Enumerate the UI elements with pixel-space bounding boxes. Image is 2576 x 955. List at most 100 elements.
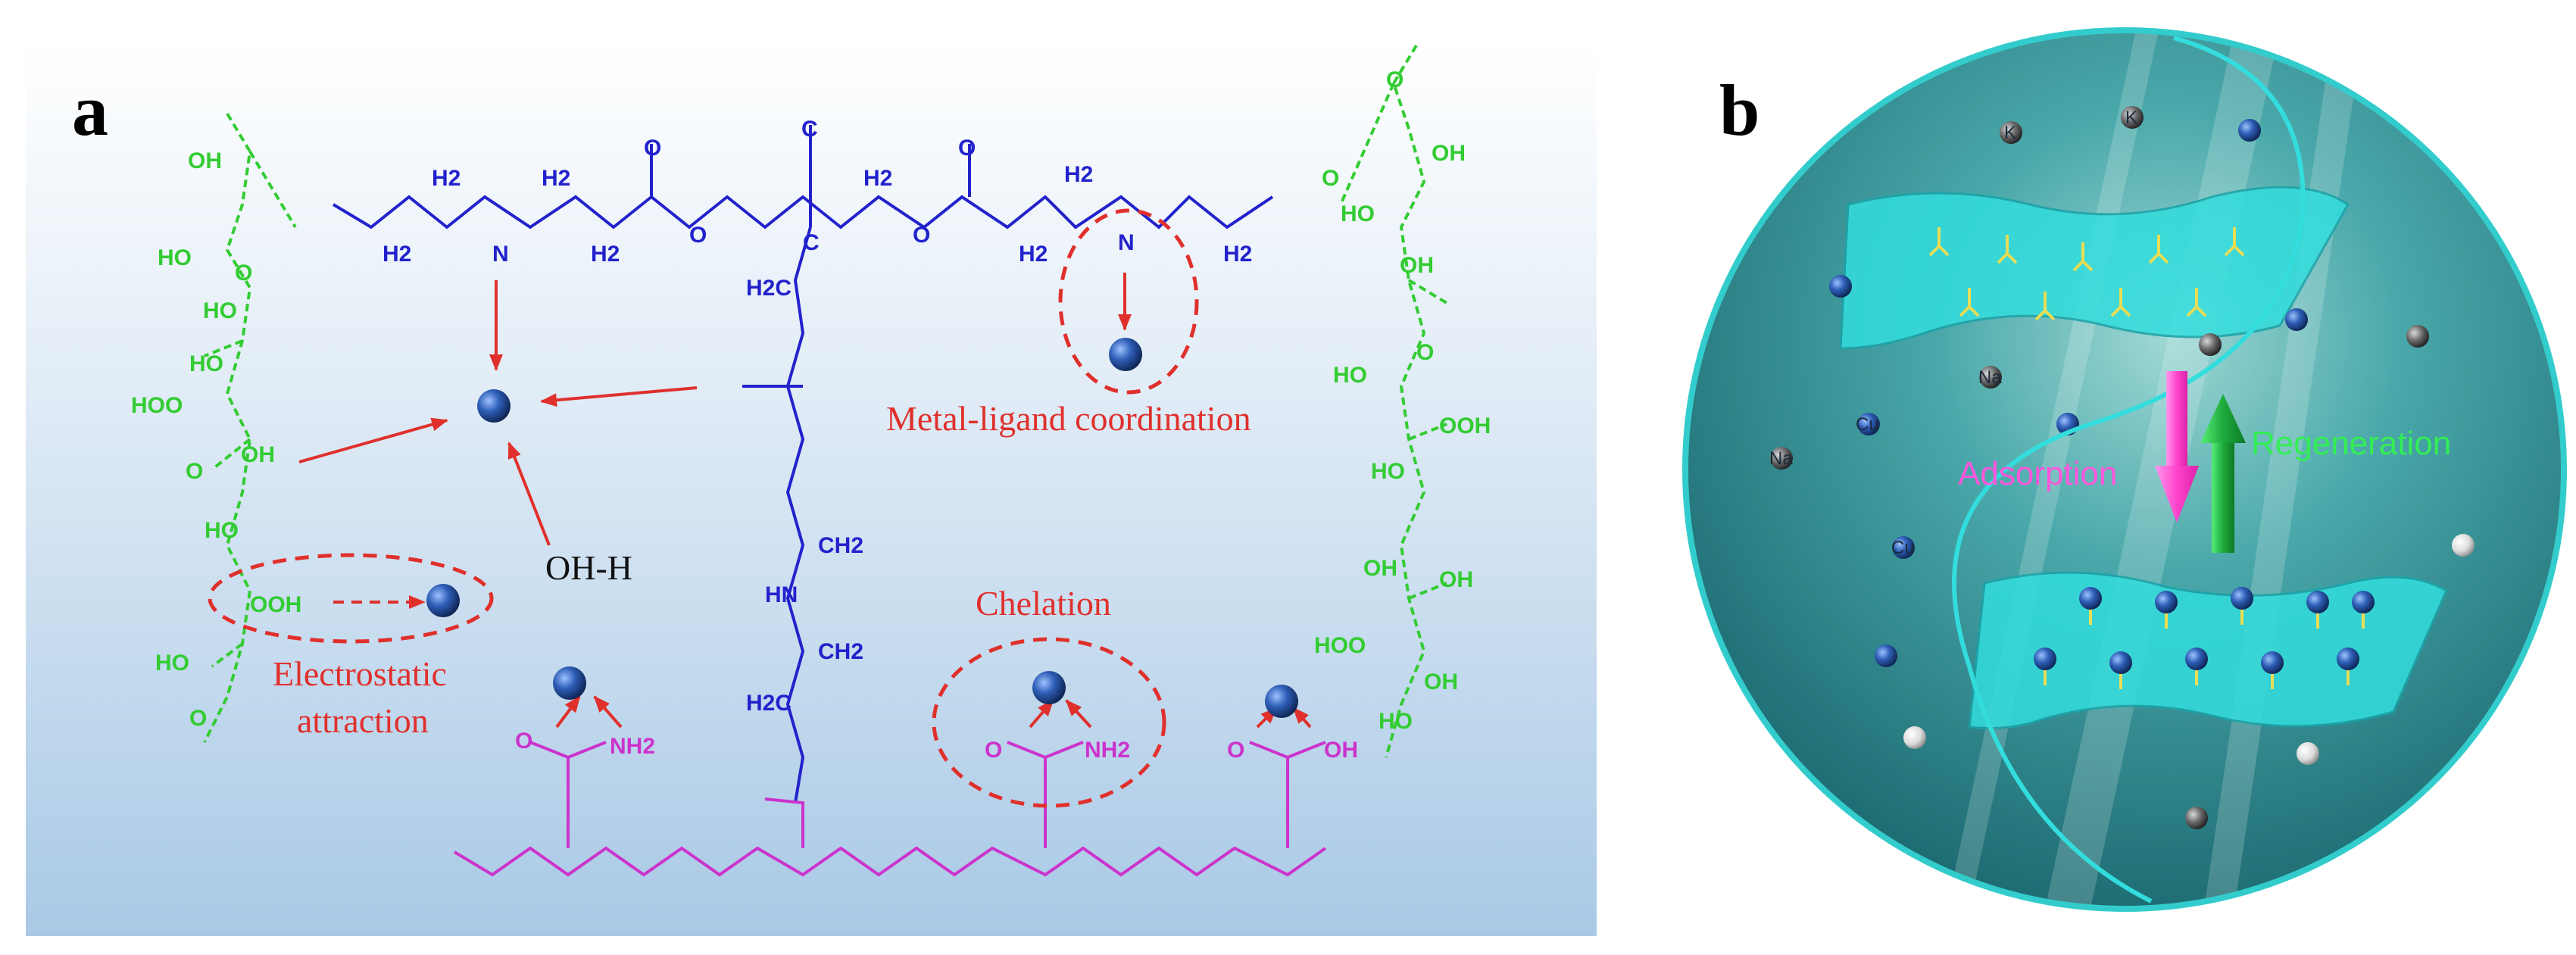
metal-ion [426, 584, 460, 617]
adsorption-arrow [2155, 371, 2199, 523]
metal-ion [1265, 685, 1298, 718]
polymer-group-oxygen: O [515, 729, 532, 754]
cellulose-right-atom: HO [1371, 459, 1405, 484]
bound-ion [2352, 591, 2375, 613]
crosslinker-atom: O [913, 223, 930, 248]
polymer-group-oxygen: O [985, 738, 1002, 763]
ligands-upper [1928, 227, 2245, 321]
cellulose-left-atom: O [235, 261, 252, 286]
free-ion-white [1903, 726, 1926, 749]
ellipse-chelation [932, 637, 1166, 808]
crosslinker-atoms: H2 H2 H2 H2 H2 H2 H2 H2 N N O O O O C C … [382, 117, 1252, 716]
ion-label: Na [1978, 367, 2002, 388]
free-ion-gray [1770, 447, 1793, 470]
label-electrostatic-1: Electrostatic [273, 654, 447, 693]
free-ion-blue [1857, 413, 1880, 435]
bound-ion [2034, 648, 2056, 670]
cellulose-right-atom: OH [1400, 253, 1434, 278]
crosslinker-atom: HN [765, 582, 798, 607]
cellulose-right-atom: O [1416, 340, 1434, 365]
cellulose-left-atom: HO [203, 298, 237, 323]
cellulose-right-atom: OH [1424, 669, 1458, 694]
bound-ion [2306, 591, 2329, 613]
metal-ion [1032, 671, 1066, 704]
regeneration-arrow [2200, 394, 2246, 553]
crosslinker-atom: H2 [1223, 242, 1252, 267]
free-ion-blue [2238, 119, 2261, 142]
cellulose-left-atom: OH [241, 442, 275, 467]
cellulose-left-atom: HOO [131, 393, 183, 418]
free-ion-blue [1829, 275, 1852, 298]
crosslinker-backbone [332, 125, 1274, 804]
cellulose-right-atom: O [1322, 166, 1339, 191]
polymer-group-amide: NH2 [610, 734, 655, 759]
label-oh-h: OH-H [545, 548, 632, 587]
cellulose-left-atom: OH [188, 148, 222, 173]
bound-ion [2261, 651, 2284, 674]
bound-ion [2079, 587, 2102, 610]
sheet-lower [1968, 571, 2448, 730]
divider-curve [1952, 36, 2306, 904]
polymer-groups: NH2 NH2 OH O O O [515, 729, 1358, 763]
panel-a: a OH HO O HO HO HOO OH O HO OOH HO O O O… [26, 42, 1597, 936]
label-adsorption: Adsorption [1958, 455, 2117, 492]
bound-ion [2155, 591, 2178, 613]
cellulose-left-atom: HO [155, 651, 189, 676]
polymer-group-amide: NH2 [1085, 738, 1130, 763]
metal-ion [477, 389, 511, 423]
scene-border [1682, 27, 2567, 912]
crosslinker-atom: H2 [1064, 162, 1093, 187]
free-ion-white [2452, 534, 2475, 557]
free-ion-gray [2199, 333, 2222, 356]
crosslinker-atom: O [689, 223, 707, 248]
metal-ion [1109, 338, 1142, 371]
free-ion-gray [2406, 325, 2429, 348]
free-ion-blue [1875, 644, 1897, 667]
cellulose-right-atom: O [1386, 67, 1404, 92]
cellulose-left-atom: O [186, 459, 203, 484]
cellulose-chain-right [1339, 44, 1448, 758]
free-ion-gray [1979, 366, 2002, 389]
crosslinker-atom: H2 [542, 166, 570, 191]
crosslinker-atom: C [803, 230, 820, 255]
cellulose-left-atom: HO [205, 518, 239, 543]
ellipse-electrostatic [208, 553, 494, 644]
free-ion-blue [2285, 308, 2308, 331]
label-chelation: Chelation [976, 584, 1111, 623]
free-ion-white [2297, 742, 2319, 765]
ellipse-metal-ligand [1058, 208, 1199, 395]
cellulose-right-atom: HO [1341, 201, 1375, 226]
crosslinker-atom: O [958, 136, 976, 161]
ion-labels: K K Na Na Cu Cu [1769, 108, 2137, 558]
ion-label: K [2125, 108, 2137, 128]
cellulose-left-atom: HO [158, 245, 192, 270]
crosslinker-atom: H2 [863, 166, 892, 191]
ion-label: Cu [1891, 538, 1915, 558]
polymer-group-carboxyl: OH [1324, 738, 1358, 763]
crosslinker-atom: N [1118, 230, 1135, 255]
cellulose-right-atoms: O OH O HO OH HO O OOH HO OH OH HOO OH HO [1314, 67, 1491, 734]
cellulose-left-atom: HO [189, 351, 223, 376]
crosslinker-atom: C [801, 117, 818, 142]
crosslinker-atom: H2 [591, 242, 620, 267]
label-electrostatic-2: attraction [297, 701, 429, 740]
cellulose-left-atom: OOH [250, 592, 301, 617]
ion-label: Cu [1856, 414, 1879, 435]
crosslinker-atom: H2C [746, 276, 792, 301]
panel-b: b [1682, 27, 2567, 912]
crosslinker-atom: CH2 [818, 533, 863, 558]
crosslinker-atom: H2 [432, 166, 461, 191]
metal-ions-a [426, 338, 1298, 718]
label-metal-ligand: Metal-ligand coordination [886, 399, 1251, 438]
bound-ion [2185, 648, 2208, 670]
cellulose-left-atoms: OH HO O HO HO HOO OH O HO OOH HO O [131, 148, 301, 731]
cellulose-right-atom: OH [1363, 556, 1397, 581]
metal-ion [553, 666, 586, 700]
crosslinker-atom: H2 [382, 242, 411, 267]
ion-label: Na [1769, 448, 1793, 469]
polymer-group-oxygen: O [1227, 738, 1244, 763]
free-ion-gray [2121, 106, 2144, 129]
cellulose-right-atom: OH [1439, 567, 1473, 592]
water-scene: K K Na Na Cu Cu Adsorption Regeneration [1685, 30, 2564, 909]
cellulose-right-atom: OOH [1439, 414, 1491, 438]
